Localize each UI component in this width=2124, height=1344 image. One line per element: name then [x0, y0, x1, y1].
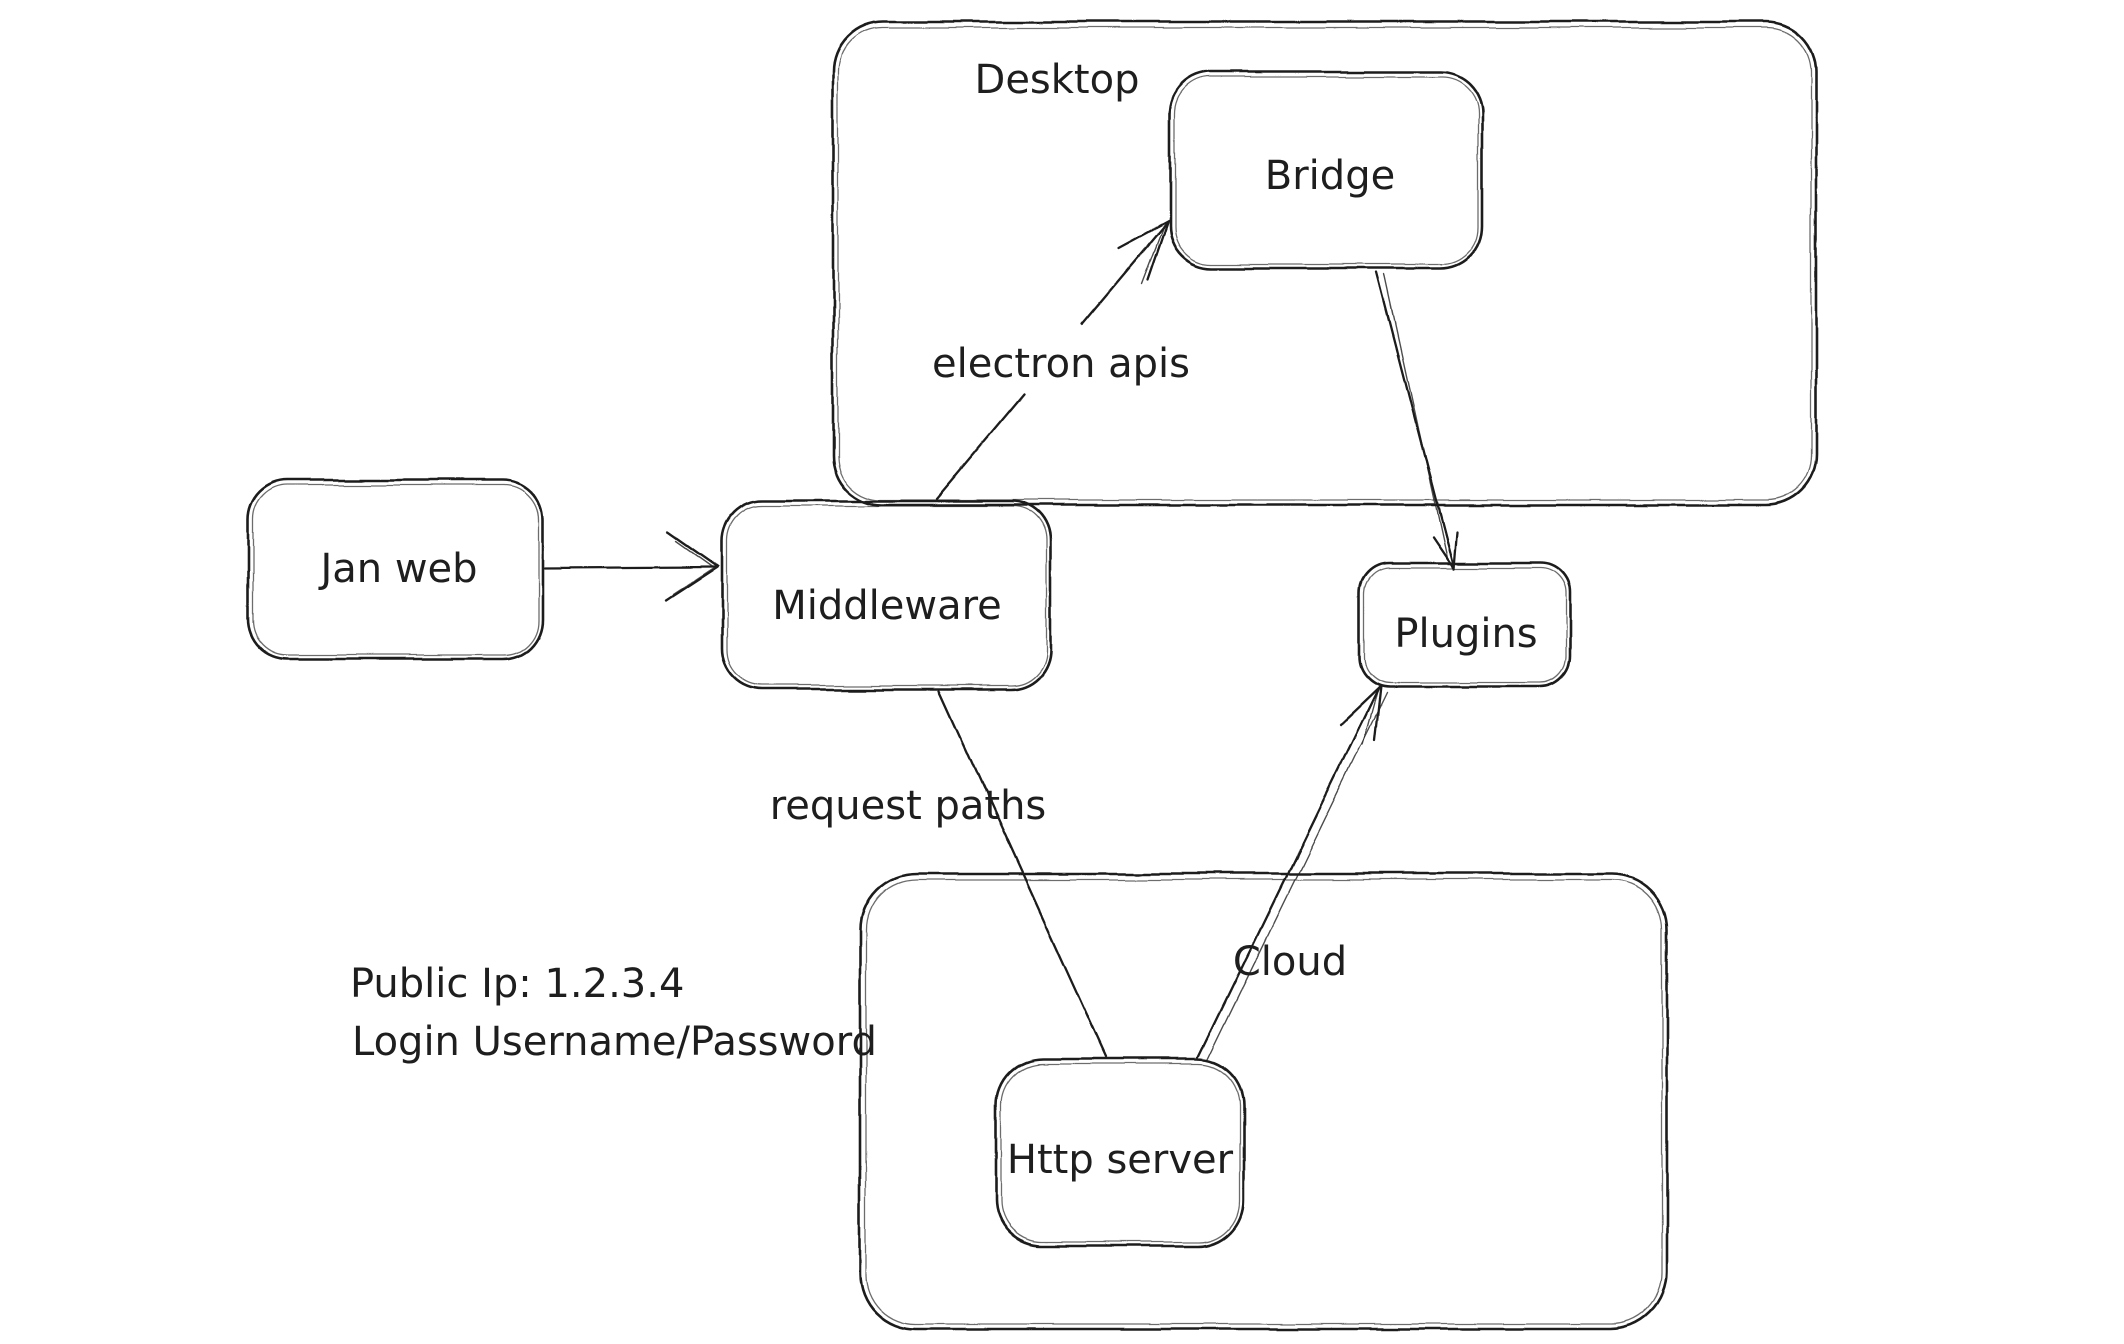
edge-jan-web-to-middleware[interactable]: [542, 530, 720, 603]
edge-middleware-to-bridge[interactable]: [934, 219, 1170, 501]
edge-http-server-to-plugins[interactable]: [1197, 684, 1387, 1061]
cloud-container-label: Cloud: [1233, 939, 1347, 985]
node-jan-web[interactable]: [246, 478, 544, 661]
cloud-container[interactable]: [858, 872, 1669, 1331]
bridge-label: Bridge: [1265, 153, 1395, 199]
desktop-container-label: Desktop: [975, 57, 1140, 103]
jan-web-label: Jan web: [317, 546, 477, 592]
node-plugins[interactable]: [1357, 561, 1572, 689]
http-server-label: Http server: [1007, 1137, 1234, 1183]
edge-middleware-to-http-server[interactable]: [938, 689, 1108, 1059]
node-middleware[interactable]: [720, 499, 1053, 691]
desktop-container[interactable]: [831, 20, 1818, 507]
public-ip-note[interactable]: Public Ip: 1.2.3.4: [350, 961, 684, 1007]
request-paths-edge-label: request paths: [770, 783, 1047, 829]
edge-bridge-to-plugins[interactable]: [1375, 270, 1458, 570]
login-note[interactable]: Login Username/Password: [352, 1019, 877, 1065]
middleware-label: Middleware: [772, 583, 1002, 629]
node-bridge[interactable]: [1168, 70, 1484, 270]
electron-apis-edge-label: electron apis: [932, 341, 1190, 387]
plugins-label: Plugins: [1394, 611, 1537, 657]
node-http-server[interactable]: [994, 1057, 1246, 1248]
